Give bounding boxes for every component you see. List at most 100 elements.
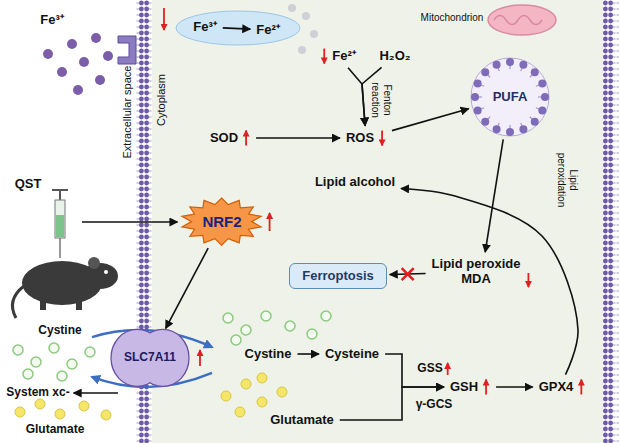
molecule-dots [95,75,105,85]
node-text: SOD [210,131,238,146]
molecule-dots [241,379,251,389]
iron-receptor [118,36,136,64]
node-text: Fe³⁺ [193,20,217,35]
node-text: Cystine [245,347,292,362]
node-outline [531,68,539,76]
pathway-arrow [401,188,578,374]
text-label: Extracellular space [121,66,134,159]
molecule-dots [285,321,295,331]
node-text: Fe³⁺ [40,13,64,28]
molecule-node: H₂O₂ [376,47,413,66]
node-outline [493,61,501,69]
molecule-dots [298,46,306,54]
molecule-node: ROS [343,129,389,148]
molecule-dots [257,373,267,383]
molecule-dots [101,410,111,420]
cytoplasm-ground [152,0,603,443]
text-label: Mitochondrion [421,12,484,24]
change-arrow [245,131,247,146]
molecule-dots [103,51,113,61]
pathway-arrow [166,248,208,328]
molecule-node: Fe³⁺ [37,11,67,30]
node-text: ROS [346,131,374,146]
node-text: NRF2 [202,213,241,230]
molecule-dots [67,359,77,369]
molecule-dots [31,357,41,367]
molecule-dots [35,399,45,409]
molecule-dots [13,345,23,355]
node-text: Cysteine [325,347,379,362]
molecule-dots [310,30,318,38]
transporter-protein: SLC7A11 [110,329,190,387]
molecule-dots [57,371,67,381]
molecule-node: Cysteine [322,345,382,364]
mouse [76,300,82,310]
node-text: Lipid alcohol [315,175,395,190]
change-arrow [381,131,383,146]
molecule-dots [79,57,89,67]
text-label: Lipid peroxidation [556,147,579,213]
molecule-node: Fe²⁺ [317,47,359,66]
block-cross [402,268,414,280]
node-text: PUFA [493,90,528,105]
change-arrow [323,49,325,64]
molecule-dots [49,343,59,353]
node-outline [182,198,261,245]
treatment-arrow [82,221,177,223]
lipid-membrane: PUFA [470,57,550,137]
node-outline [481,68,489,76]
node-outline [471,58,549,136]
molecule-dots [307,329,317,339]
node-text: Glutamate [270,413,334,428]
molecule-dots [277,387,287,397]
molecule-dots [261,311,271,321]
pathway-arrow [256,137,340,139]
mitochondrion [488,5,556,35]
mitochondrion [494,16,542,25]
text-label: System xc- [6,386,69,400]
molecule-dots [55,409,65,419]
pathway-arrow [297,353,318,355]
molecule-dots [91,33,101,43]
node-text: MDA [461,272,491,287]
molecule-node: GPX4 [536,378,589,397]
molecule-node: Glutamate [267,411,337,430]
molecule-dots [257,397,267,407]
molecule-dots [23,369,33,379]
change-arrow [163,8,165,30]
change-arrow [528,273,530,287]
molecule-dots [302,12,310,20]
node-outline [519,125,527,133]
change-arrow [485,380,487,395]
system-pointer [74,392,118,393]
node-text: GSH [450,380,478,395]
node-outline [538,106,546,114]
cell-membrane [603,0,619,443]
molecule-node: Lipid peroxideMDA [429,255,536,289]
syringe [52,190,68,258]
node-text: Ferroptosis [302,269,374,284]
molecule-dots [85,347,95,357]
syringe [59,238,61,258]
molecule-dots [241,325,251,335]
text-label: GSS [417,362,442,376]
node-outline [506,58,514,66]
text-label: Cytoplasm [155,74,168,126]
change-arrow [580,380,582,395]
pathway-arrow [496,386,533,388]
node-outline [474,80,482,88]
pathway-arrow [223,28,251,29]
factor-burst: NRF2 [180,197,263,246]
molecule-node: Cystine [242,345,295,364]
change-arrow [199,350,201,366]
mouse [12,257,118,318]
mouse [12,286,24,318]
molecule-dots [57,67,67,77]
molecule-dots [231,335,241,345]
text-label: QST [15,177,42,192]
molecule-dots [15,407,25,417]
molecule-dots [67,39,77,49]
molecule-node: Fe³⁺ [190,18,220,37]
node-text: SLC7A11 [124,351,176,365]
molecule-dots [221,391,231,401]
